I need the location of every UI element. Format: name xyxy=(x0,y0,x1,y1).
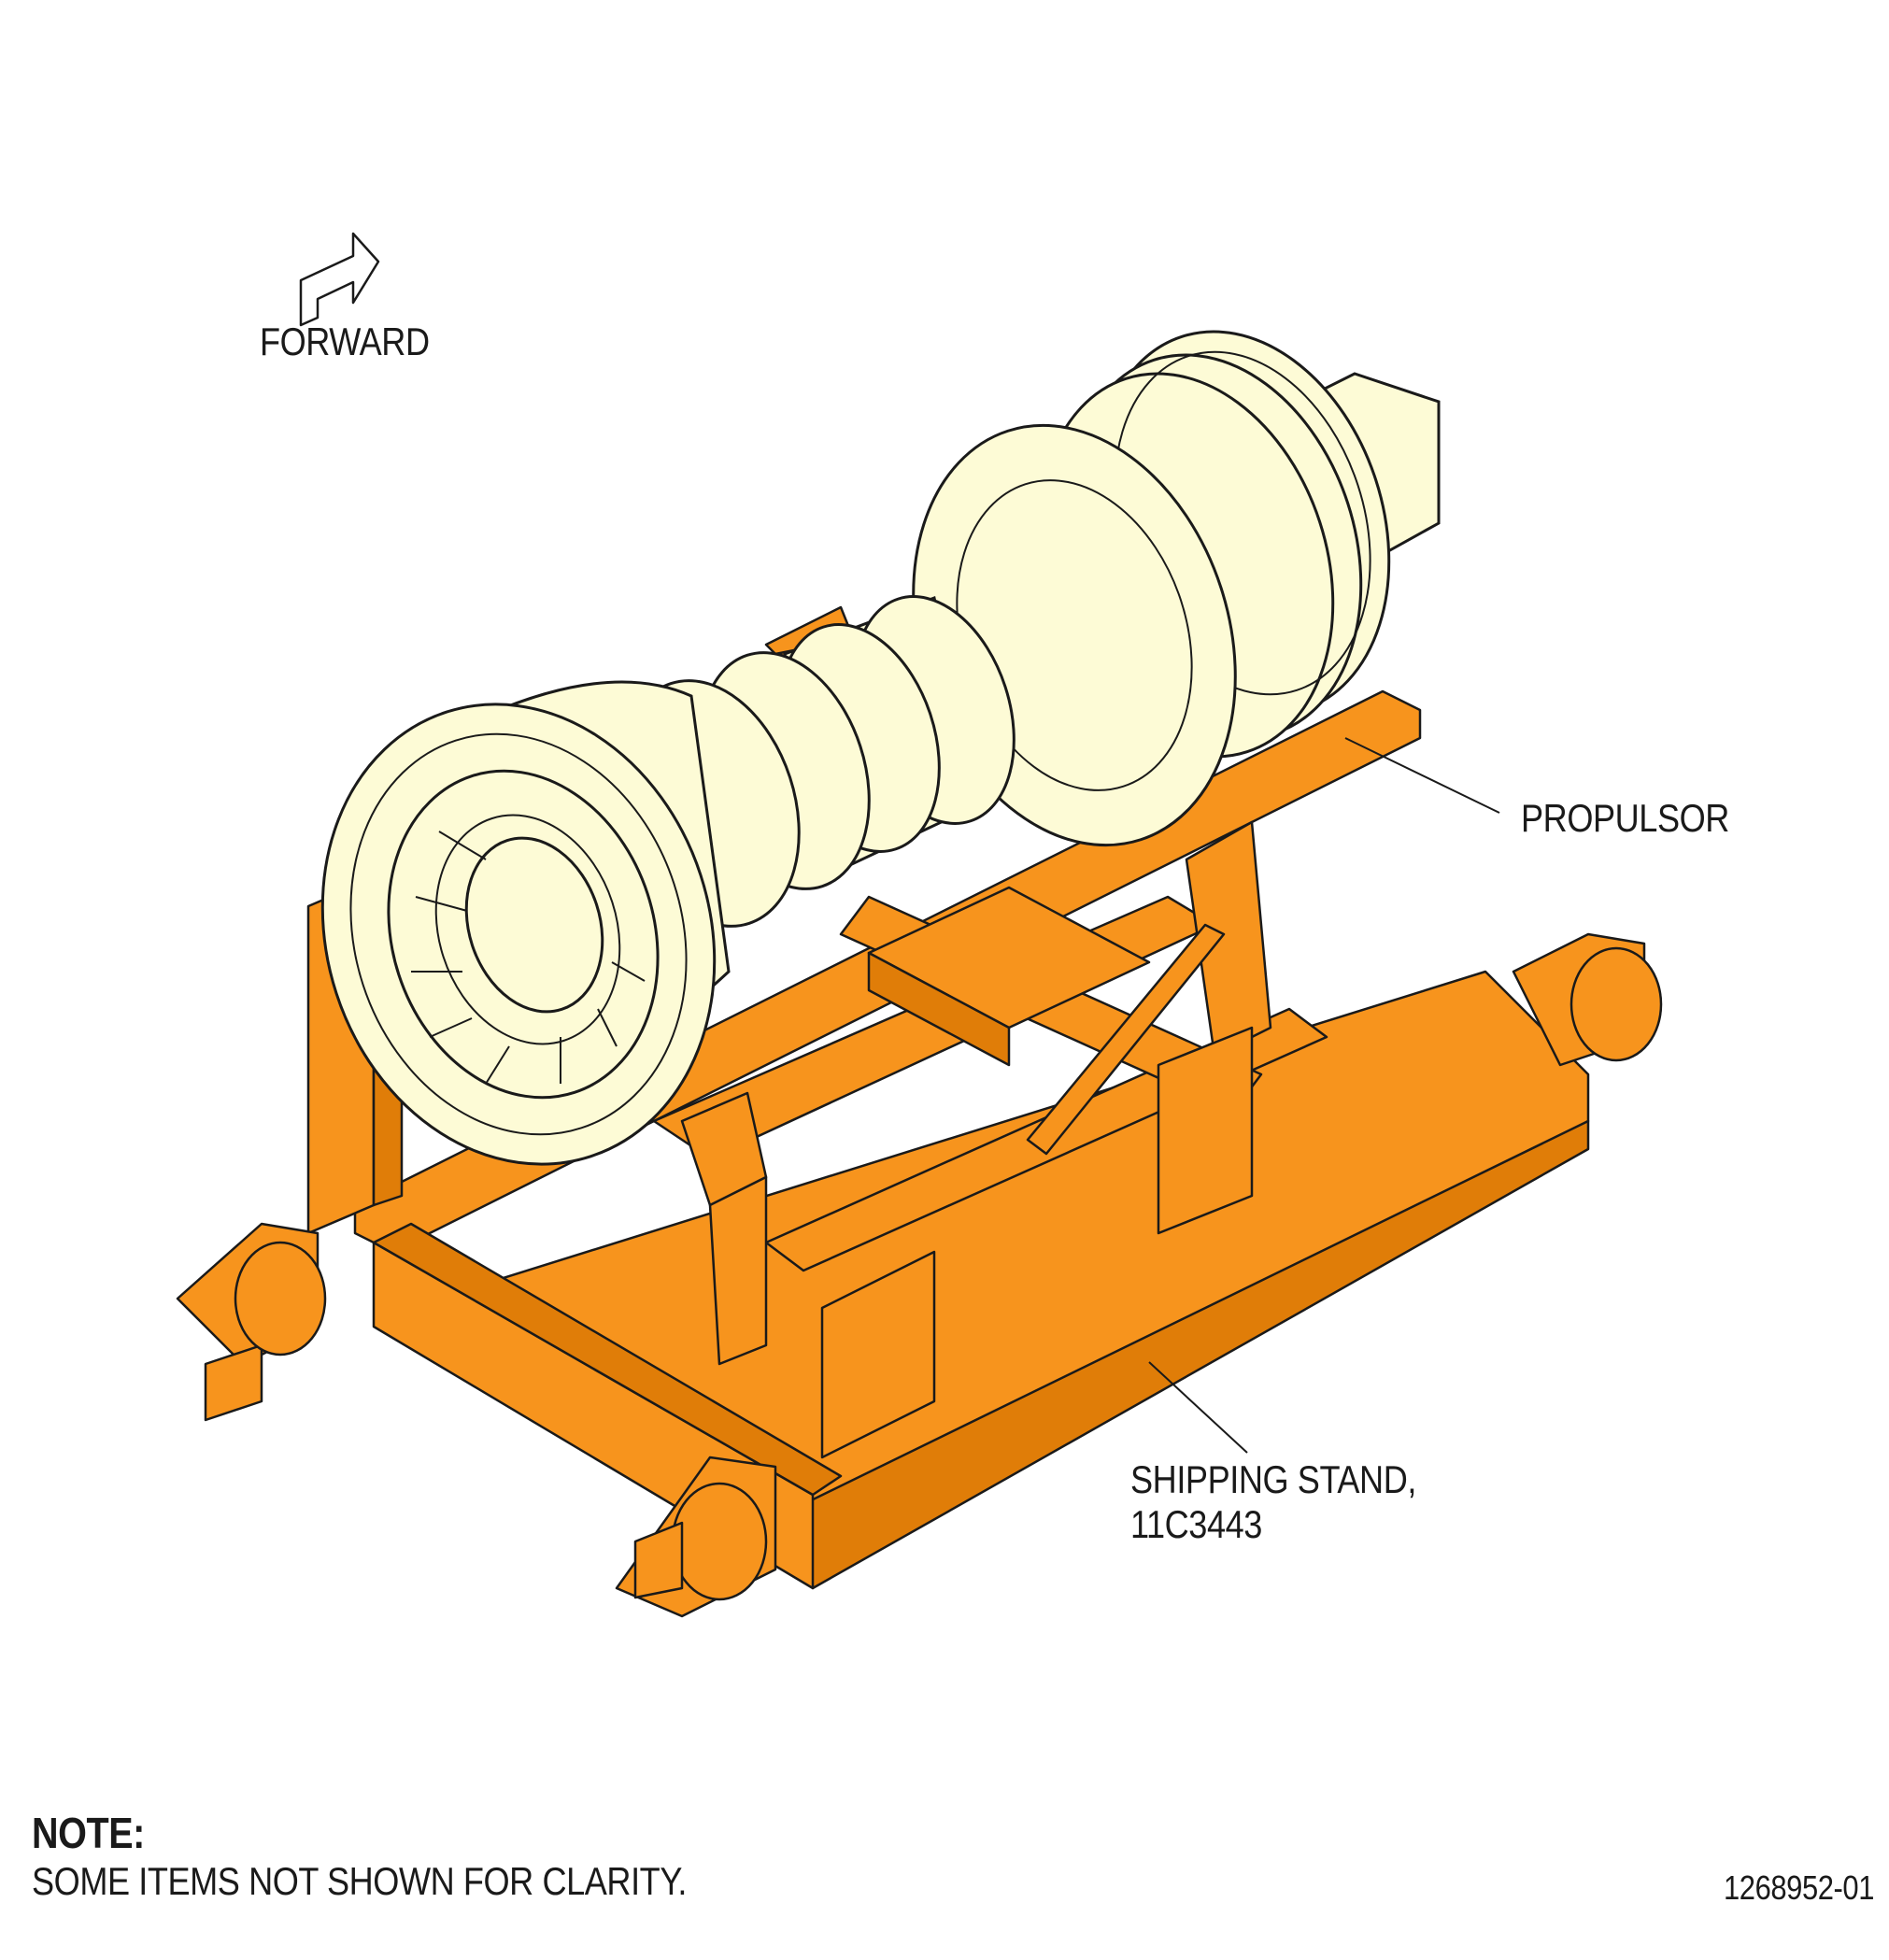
shipping-stand-label-line1: SHIPPING STAND, xyxy=(1130,1457,1416,1501)
shipping-stand-label: SHIPPING STAND, 11C3443 xyxy=(1130,1457,1416,1547)
forward-label: FORWARD xyxy=(260,320,430,363)
shipping-stand-part-number: 11C3443 xyxy=(1130,1502,1262,1546)
forward-arrow-icon xyxy=(299,232,380,327)
note-title: NOTE: xyxy=(32,1809,145,1857)
propulsor-label: PROPULSOR xyxy=(1521,796,1729,840)
stand-leader xyxy=(1148,1361,1248,1454)
drawing-number: 1268952-01 xyxy=(1724,1868,1874,1907)
note-text: SOME ITEMS NOT SHOWN FOR CLARITY. xyxy=(32,1859,687,1903)
propulsor-leader xyxy=(1344,737,1500,814)
propulsor-engine xyxy=(320,330,1441,1166)
